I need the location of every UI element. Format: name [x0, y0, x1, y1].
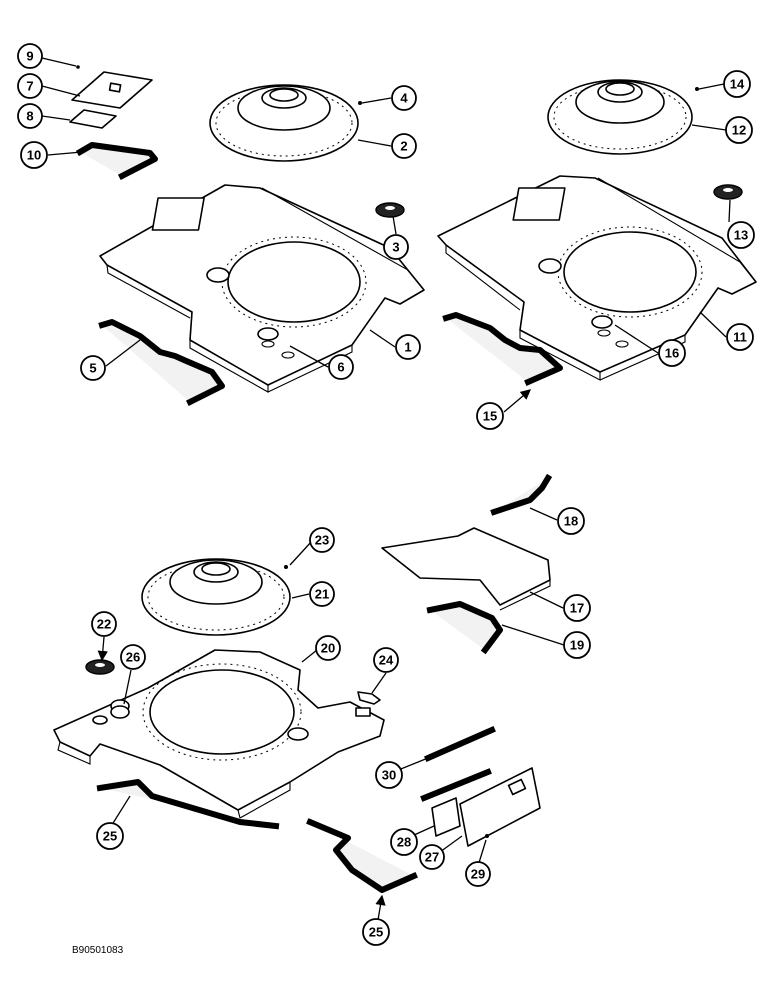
- floor-plate-20: [53, 649, 385, 819]
- callout-21: 21: [309, 581, 335, 607]
- callout-6: 6: [328, 354, 354, 380]
- screw-14: [695, 87, 699, 91]
- callout-16: 16: [658, 339, 686, 367]
- screw-4: [358, 101, 362, 105]
- svg-text:25: 25: [103, 829, 117, 844]
- callout-3: 3: [383, 234, 409, 260]
- svg-text:16: 16: [665, 346, 679, 361]
- svg-text:22: 22: [97, 617, 111, 632]
- svg-text:4: 4: [400, 91, 408, 106]
- plate-gasket-28: [431, 797, 461, 837]
- svg-text:2: 2: [400, 139, 407, 154]
- svg-text:9: 9: [26, 49, 33, 64]
- callout-2: 2: [391, 133, 417, 159]
- callout-15: 15: [476, 402, 504, 430]
- svg-text:21: 21: [315, 587, 329, 602]
- screw-23: [284, 565, 288, 569]
- callout-11: 11: [726, 323, 754, 351]
- svg-text:27: 27: [425, 850, 439, 865]
- svg-text:30: 30: [382, 768, 396, 783]
- callout-4: 4: [391, 85, 417, 111]
- callout-25-left: 25: [96, 822, 124, 850]
- callout-8: 8: [17, 103, 43, 129]
- callout-14: 14: [723, 70, 751, 98]
- svg-text:10: 10: [27, 148, 41, 163]
- svg-text:19: 19: [570, 638, 584, 653]
- svg-text:7: 7: [26, 79, 33, 94]
- gasket-strip-18: [490, 473, 553, 516]
- svg-text:23: 23: [315, 533, 329, 548]
- svg-text:6: 6: [337, 360, 344, 375]
- grommet-13: [713, 184, 743, 200]
- callout-9: 9: [17, 43, 43, 69]
- gasket-strip-10: [75, 142, 158, 181]
- callout-20: 20: [315, 635, 341, 661]
- gasket-strip-25b: [306, 818, 418, 893]
- clip-24: [357, 691, 381, 705]
- gasket-19: [426, 601, 503, 655]
- callout-13: 13: [727, 221, 755, 249]
- dome-cover-12: [547, 79, 693, 155]
- svg-text:14: 14: [730, 77, 745, 92]
- svg-text:13: 13: [734, 228, 748, 243]
- callout-28: 28: [390, 828, 418, 856]
- callout-24: 24: [373, 647, 399, 673]
- screw-29: [485, 834, 489, 838]
- gasket-strip-30: [420, 726, 496, 802]
- callout-25-right: 25: [362, 918, 390, 946]
- callout-26: 26: [120, 644, 146, 670]
- svg-text:15: 15: [483, 409, 497, 424]
- floor-plate-1: [99, 184, 425, 393]
- grommet-22: [85, 659, 115, 675]
- callout-23: 23: [309, 527, 335, 553]
- svg-text:11: 11: [733, 330, 747, 345]
- dome-cover-2: [209, 84, 359, 162]
- floor-plate-11: [437, 175, 757, 381]
- svg-text:12: 12: [732, 123, 746, 138]
- svg-text:28: 28: [397, 835, 411, 850]
- dome-cover-21: [141, 558, 291, 636]
- callout-17: 17: [563, 594, 591, 622]
- svg-text:3: 3: [392, 240, 399, 255]
- svg-text:1: 1: [404, 340, 411, 355]
- gasket-strip-25a: [96, 779, 280, 830]
- callout-5: 5: [80, 355, 106, 381]
- callout-18: 18: [557, 507, 585, 535]
- callout-22: 22: [91, 611, 117, 637]
- grommet-3: [375, 202, 405, 218]
- cover-plate-27: [459, 767, 541, 847]
- callout-12: 12: [725, 116, 753, 144]
- callout-29: 29: [465, 861, 491, 887]
- callout-10: 10: [20, 141, 48, 169]
- cover-plate-17: [381, 527, 551, 611]
- callout-7: 7: [17, 73, 43, 99]
- plug-26: [110, 705, 130, 719]
- callout-27: 27: [419, 844, 445, 870]
- callout-1: 1: [395, 334, 421, 360]
- svg-text:26: 26: [126, 650, 140, 665]
- svg-text:18: 18: [564, 514, 578, 529]
- svg-text:29: 29: [471, 867, 485, 882]
- cover-plate-small: [71, 71, 153, 109]
- svg-text:17: 17: [570, 601, 584, 616]
- svg-text:20: 20: [321, 641, 335, 656]
- plate-gasket-small: [69, 109, 117, 129]
- callout-30: 30: [375, 761, 403, 789]
- svg-text:5: 5: [89, 361, 96, 376]
- leader-lines: [41, 57, 731, 921]
- svg-text:8: 8: [26, 109, 33, 124]
- svg-text:25: 25: [369, 925, 383, 940]
- svg-text:24: 24: [379, 653, 394, 668]
- callout-19: 19: [563, 631, 591, 659]
- gasket-strip-15: [442, 312, 563, 386]
- screw-small: [76, 65, 80, 69]
- drawing-code: B90501083: [72, 945, 124, 956]
- gasket-strip-5: [98, 319, 225, 407]
